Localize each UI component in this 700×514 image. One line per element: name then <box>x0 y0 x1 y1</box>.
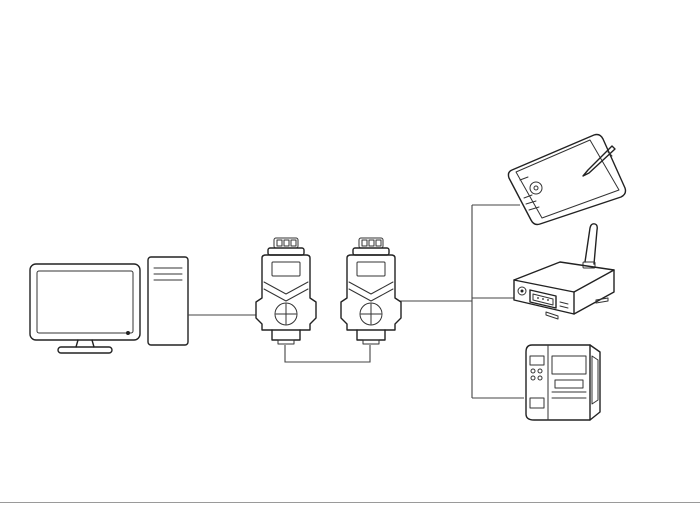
wire-converter-to-converter <box>284 345 371 363</box>
label-printer-icon <box>525 344 601 421</box>
desktop-computer-icon <box>29 256 189 354</box>
serial-converter-2 <box>340 237 402 345</box>
serial-converter-1 <box>255 237 317 345</box>
drawing-tablet-icon <box>507 133 627 226</box>
wireless-modem-icon <box>513 223 615 320</box>
monitor <box>29 263 141 354</box>
tower <box>147 256 189 346</box>
bottom-divider <box>0 502 700 503</box>
connection-wires <box>188 204 524 399</box>
